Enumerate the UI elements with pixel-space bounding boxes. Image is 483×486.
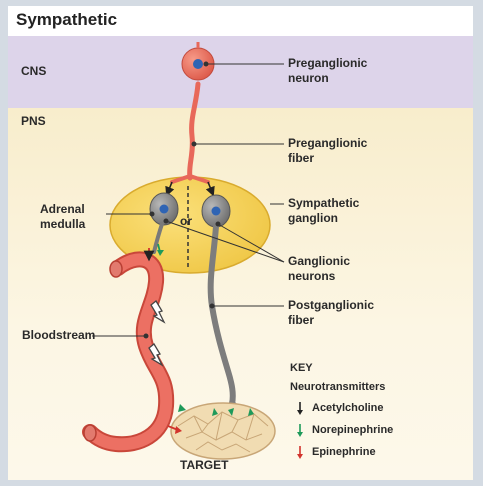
preganglionic-fiber-path: [187, 81, 201, 181]
sympathetic-ganglion-line-1: Sympathetic: [288, 196, 360, 210]
target-label: TARGET: [180, 458, 229, 472]
adrenal-medulla-line-2: medulla: [40, 217, 86, 231]
leader-dot-bloodstream: [143, 333, 149, 339]
sympathetic-ganglion-line-2: ganglion: [288, 211, 338, 225]
adrenal-cell-tail: [152, 222, 164, 254]
preganglionic-fiber-line-1: Preganglionic: [288, 136, 368, 150]
key-title: KEY: [290, 362, 313, 374]
norepinephrine-arrow-target-1: [212, 408, 218, 416]
leader-dot-ganglionic-1: [163, 218, 169, 224]
postganglionic-fiber-label: Postganglionic fiber: [288, 298, 374, 328]
diagram-title: Sympathetic: [16, 10, 118, 29]
preganglionic-nucleus: [193, 59, 203, 69]
ganglionic-neurons-line-2: neurons: [288, 269, 336, 283]
leader-lines: [92, 61, 285, 339]
postganglionic-fiber-path: [207, 223, 236, 407]
ganglionic-neurons-line-1: Ganglionic: [288, 254, 351, 268]
preganglionic-neuron-line-1: Preganglionic: [288, 56, 368, 70]
ganglionic-neuron-nucleus: [211, 206, 221, 216]
leader-ganglionic-2: [217, 223, 285, 263]
key-arrowhead-epinephrine: [297, 454, 303, 459]
key-arrowhead-acetylcholine: [297, 410, 303, 415]
norepinephrine-arrow-target-2: [228, 408, 234, 416]
key-arrowhead-norepinephrine: [297, 432, 303, 437]
bloodstream-label: Bloodstream: [22, 328, 96, 342]
pns-label: PNS: [21, 114, 46, 128]
norepinephrine-arrow-target-4: [178, 404, 186, 412]
postganglionic-fiber-line-2: fiber: [288, 313, 315, 327]
preganglionic-neuron-line-2: neuron: [288, 71, 329, 85]
bloodstream-arrow-1: [150, 300, 166, 324]
cns-label: CNS: [21, 64, 47, 78]
sympathetic-ganglion-label: Sympathetic ganglion: [288, 196, 359, 226]
key-item-norepinephrine: Norepinephrine: [312, 424, 394, 436]
cns-region: [8, 36, 473, 108]
epinephrine-arrow-target-head: [175, 426, 182, 434]
leader-dot-ganglionic-2: [215, 221, 221, 227]
blood-vessel-opening-top: [109, 260, 123, 278]
adrenal-medulla-label: Adrenal medulla: [40, 202, 85, 232]
leader-dot-neuron: [203, 61, 209, 67]
key-item-acetylcholine: Acetylcholine: [312, 402, 384, 414]
norepinephrine-arrow-medulla-head: [157, 250, 164, 256]
norepinephrine-arrow-target-3: [248, 408, 254, 416]
key-item-epinephrine: Epinephrine: [312, 446, 376, 458]
acetylcholine-arrow-right: [205, 181, 215, 197]
leader-dot-fiber: [191, 141, 197, 147]
target-tissue: [170, 402, 276, 460]
preganglionic-neuron-label: Preganglionic neuron: [288, 56, 367, 86]
adrenal-medulla-line-1: Adrenal: [40, 202, 85, 216]
postganglionic-fiber-line-1: Postganglionic: [288, 298, 375, 312]
leader-dot-postganglionic: [209, 303, 215, 309]
leader-ganglionic-1: [165, 220, 285, 263]
preganglionic-fiber-label: Preganglionic fiber: [288, 136, 367, 166]
or-label: or: [180, 214, 192, 228]
preganglionic-fiber-line-2: fiber: [288, 151, 315, 165]
diagram-panel: Sympathetic: [8, 6, 473, 480]
blood-vessel-inner: [84, 253, 173, 451]
bloodstream-arrow-2: [148, 343, 164, 367]
adrenal-cell-nucleus: [159, 204, 169, 214]
key-subtitle: Neurotransmitters: [290, 381, 386, 393]
fiber-branches: [170, 174, 210, 184]
diagram-artwork: [82, 42, 303, 460]
title-bar: Sympathetic: [8, 6, 473, 36]
blood-vessel-opening-bottom: [83, 424, 97, 442]
leader-dot-adrenal: [149, 211, 155, 217]
ganglionic-neurons-label: Ganglionic neurons: [288, 254, 350, 284]
acetylcholine-arrow-left: [165, 181, 175, 197]
